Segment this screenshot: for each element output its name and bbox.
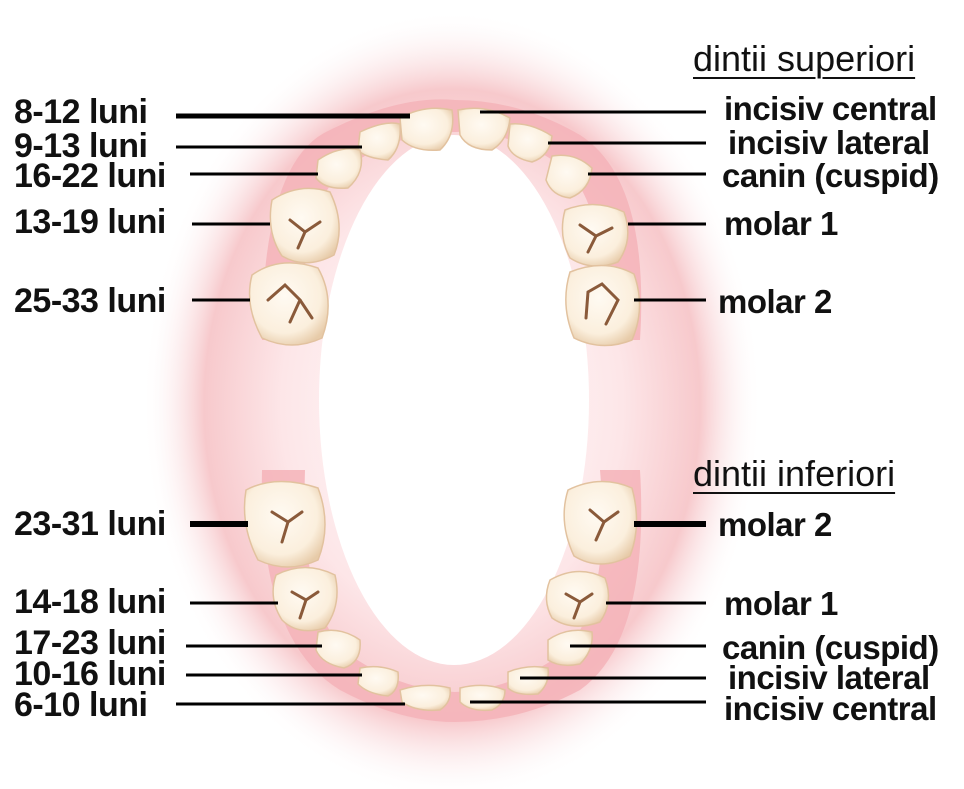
upper-canine-name: canin (cuspid) bbox=[722, 157, 939, 195]
lower-central-incisor-name: incisiv central bbox=[724, 690, 937, 728]
upper-molar2-right bbox=[566, 265, 640, 345]
upper-central-incisor-name: incisiv central bbox=[724, 90, 937, 128]
lower-molar1-name: molar 1 bbox=[724, 585, 838, 623]
upper-molar1-age: 13-19 luni bbox=[14, 203, 166, 242]
upper-molar1-name: molar 1 bbox=[724, 205, 838, 243]
upper-canine-age: 16-22 luni bbox=[14, 157, 166, 196]
lower-molar2-right bbox=[564, 481, 636, 564]
upper-molar2-age: 25-33 luni bbox=[14, 282, 166, 321]
lower-teeth-header: dintii inferiori bbox=[693, 453, 895, 495]
upper-molar2-left bbox=[250, 263, 329, 345]
upper-teeth-header: dintii superiori bbox=[693, 38, 915, 80]
upper-molar1-left bbox=[270, 188, 339, 262]
lower-central-incisor-right bbox=[460, 685, 505, 710]
upper-molar2-name: molar 2 bbox=[718, 283, 832, 321]
lower-lateral-incisor-right bbox=[508, 667, 548, 695]
lower-molar1-age: 14-18 luni bbox=[14, 583, 166, 622]
lower-molar2-left bbox=[245, 481, 326, 567]
lower-molar2-age: 23-31 luni bbox=[14, 505, 166, 544]
lower-central-incisor-age: 6-10 luni bbox=[14, 686, 147, 725]
lower-molar2-name: molar 2 bbox=[718, 506, 832, 544]
lower-molar1-right bbox=[546, 571, 608, 626]
